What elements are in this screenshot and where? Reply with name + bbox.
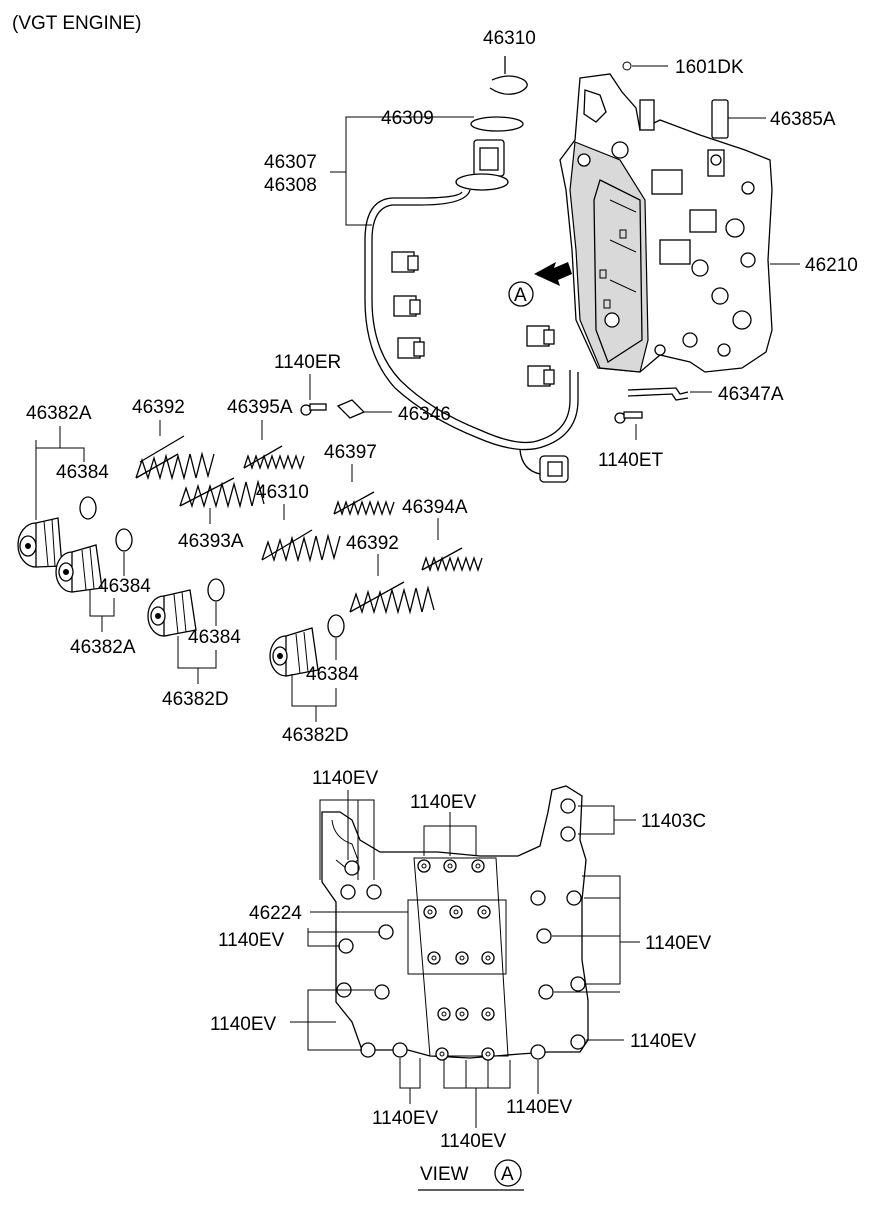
label-46307[interactable]: 46307	[264, 152, 317, 173]
label-46310-top[interactable]: 46310	[483, 28, 536, 49]
ring-46384-2-icon	[115, 528, 133, 552]
plug-1601dk-icon	[622, 61, 632, 71]
spring-46392-1-icon	[135, 435, 215, 481]
label-46384-4[interactable]: 46384	[306, 664, 359, 685]
snap-ring-46310	[489, 56, 528, 95]
bolt-1140et-icon	[614, 411, 643, 440]
label-1140er[interactable]: 1140ER	[274, 352, 341, 373]
label-46309[interactable]: 46309	[381, 108, 434, 129]
bracket-46307-46308	[345, 116, 470, 226]
label-1140et[interactable]: 1140ET	[598, 450, 664, 471]
label-46392-2[interactable]: 46392	[346, 533, 399, 554]
label-1140ev-bottom2[interactable]: 1140EV	[506, 1097, 573, 1118]
ring-46384-4-icon	[327, 614, 345, 638]
bolt-1140er-icon	[300, 374, 327, 416]
label-46382a-top[interactable]: 46382A	[26, 403, 92, 424]
spring-46310-icon	[261, 529, 341, 563]
spring-46393a-icon	[179, 477, 265, 509]
valve-body-46210	[559, 73, 773, 373]
piston-4-icon	[269, 627, 319, 677]
label-1140ev-left1[interactable]: 1140EV	[218, 930, 285, 951]
piston-3-icon	[147, 589, 197, 637]
spring-46395a-icon	[243, 445, 305, 471]
label-46308[interactable]: 46308	[264, 175, 317, 196]
diagram-title: (VGT ENGINE)	[12, 13, 142, 34]
spring-46392-2-icon	[349, 581, 435, 615]
label-46384-1[interactable]: 46384	[56, 462, 109, 483]
label-46392-1[interactable]: 46392	[132, 397, 185, 418]
label-46397[interactable]: 46397	[324, 442, 377, 463]
label-46395a[interactable]: 46395A	[227, 397, 293, 418]
label-46347a[interactable]: 46347A	[718, 384, 784, 405]
ring-46384-3-icon	[207, 578, 225, 602]
view-caption: VIEW	[420, 1164, 469, 1185]
spring-46397-icon	[333, 491, 395, 517]
label-46210[interactable]: 46210	[805, 255, 858, 276]
label-46382a-bottom[interactable]: 46382A	[70, 637, 136, 658]
ring-46384-1-icon	[79, 496, 97, 520]
spring-46394a-icon	[421, 547, 483, 573]
label-46394a[interactable]: 46394A	[402, 497, 468, 518]
label-46382d-1[interactable]: 46382D	[162, 689, 229, 710]
label-1140ev-bottom3[interactable]: 1140EV	[440, 1131, 507, 1152]
view-marker: A	[501, 1164, 514, 1185]
view-a-leaders	[290, 790, 640, 1128]
label-46385a[interactable]: 46385A	[770, 109, 836, 130]
label-46346[interactable]: 46346	[398, 404, 451, 425]
view-marker-circle-icon	[494, 1159, 522, 1187]
label-1140ev-right1[interactable]: 1140EV	[645, 933, 712, 954]
label-46224[interactable]: 46224	[249, 903, 302, 924]
wiring-harness	[364, 139, 579, 483]
piston-2-icon	[55, 544, 103, 593]
label-1140ev-right2[interactable]: 1140EV	[630, 1031, 697, 1052]
clip-46385a-icon	[711, 99, 766, 139]
pipe-46347a-icon	[627, 387, 712, 401]
label-1140ev-left2[interactable]: 1140EV	[210, 1014, 277, 1035]
piston-1-icon	[17, 517, 63, 568]
clip-46346-icon	[336, 399, 392, 419]
view-a-arrow-icon	[508, 262, 572, 307]
label-46393a[interactable]: 46393A	[178, 531, 244, 552]
arrow-marker-a: A	[514, 285, 527, 306]
label-1140ev-bottom1[interactable]: 1140EV	[372, 1108, 439, 1129]
label-46310-mid[interactable]: 46310	[256, 482, 309, 503]
separator-plate-view-a	[321, 785, 589, 1061]
label-46384-3[interactable]: 46384	[188, 627, 241, 648]
label-1601dk[interactable]: 1601DK	[675, 57, 744, 78]
label-11403c[interactable]: 11403C	[641, 811, 706, 832]
o-ring-46309-icon	[470, 116, 524, 132]
label-1140ev-top[interactable]: 1140EV	[312, 768, 379, 789]
label-46382d-2[interactable]: 46382D	[282, 725, 349, 746]
label-1140ev-topmid[interactable]: 1140EV	[410, 792, 477, 813]
label-46384-2[interactable]: 46384	[98, 576, 151, 597]
